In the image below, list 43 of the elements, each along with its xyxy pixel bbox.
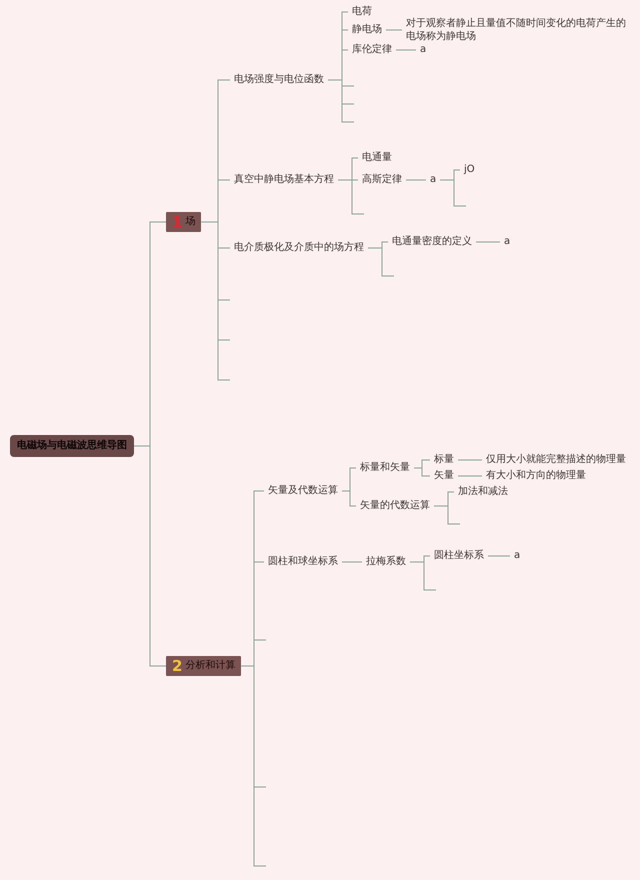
- subtopic-label: 库伦定律: [348, 44, 396, 56]
- subtopic-label: 矢量及代数运算: [264, 485, 342, 497]
- subtopic-label: a: [426, 174, 440, 186]
- main-topic-box: [166, 212, 202, 232]
- subtopic-label: 电场强度与电位函数: [230, 74, 328, 86]
- description-text: 有大小和方向的物理量: [482, 470, 590, 482]
- subtopic-label: a: [510, 550, 524, 562]
- topic-label: 分析和计算: [185, 659, 236, 673]
- subtopic-label: 标量和矢量: [356, 462, 414, 474]
- connector-line: [410, 562, 436, 590]
- subtopic-label: 拉梅系数: [362, 556, 410, 568]
- connector-line: [328, 80, 354, 122]
- subtopic-label: 静电场: [348, 24, 386, 36]
- connector-line: [440, 180, 466, 206]
- connector-line: [368, 248, 394, 276]
- subtopic-label: 圆柱和球坐标系: [264, 556, 342, 568]
- subtopic-label: 加法和减法: [454, 486, 512, 498]
- description-text: 仅用大小就能完整描述的物理量: [482, 454, 630, 466]
- subtopic-label: jO: [460, 164, 479, 176]
- subtopic-label: 电通量: [358, 152, 396, 164]
- subtopic-label: 标量: [430, 454, 458, 466]
- main-topic-box: [166, 656, 242, 676]
- connector-line: [414, 468, 430, 476]
- connector-line: [434, 506, 460, 524]
- subtopic-label: 矢量的代数运算: [356, 500, 434, 512]
- topic-number: 2: [172, 658, 182, 674]
- topic-number: 1: [172, 214, 182, 230]
- subtopic-label: 电介质极化及介质中的场方程: [230, 242, 368, 254]
- connector-line: [200, 222, 230, 380]
- connector-line: [240, 666, 266, 866]
- central-topic: 电磁场与电磁波思维导图: [10, 435, 134, 457]
- subtopic-label: 高斯定律: [358, 174, 406, 186]
- subtopic-label: a: [416, 44, 430, 56]
- connector-line: [134, 446, 166, 666]
- connector-line: [338, 180, 364, 214]
- connector-line: [342, 490, 356, 506]
- subtopic-label: 圆柱坐标系: [430, 550, 488, 562]
- subtopic-label: 矢量: [430, 470, 458, 482]
- subtopic-label: 电荷: [348, 6, 376, 18]
- subtopic-label: 电通量密度的定义: [388, 236, 476, 248]
- subtopic-label: 真空中静电场基本方程: [230, 174, 338, 186]
- topic-label: 场: [185, 215, 196, 229]
- subtopic-label: a: [500, 236, 514, 248]
